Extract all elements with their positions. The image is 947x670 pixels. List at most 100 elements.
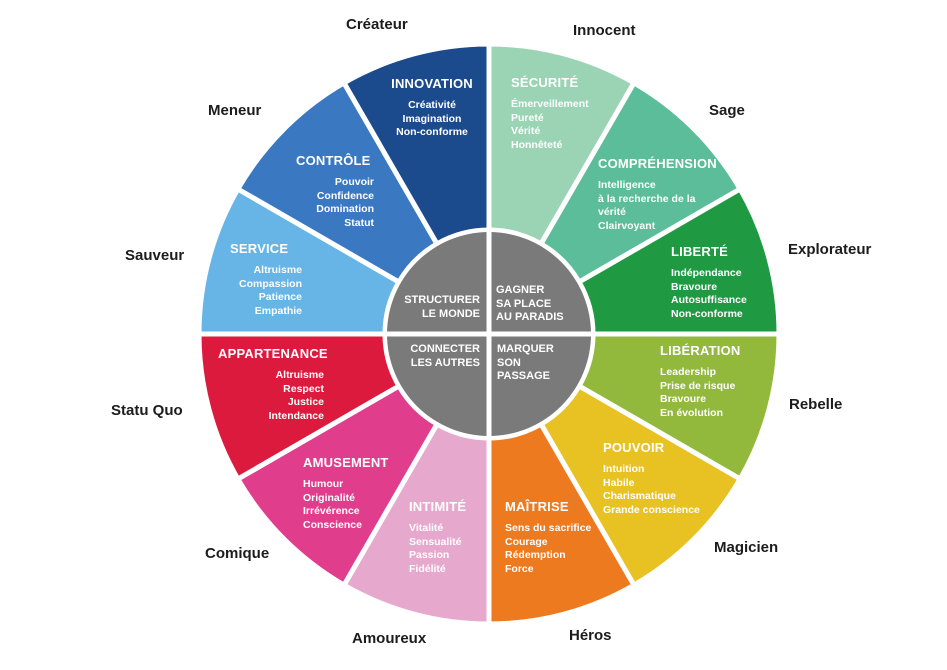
segment-title: CONTRÔLE [296,153,371,168]
segment-item: Patience [258,291,302,303]
archetype-label-rebelle: Rebelle [789,396,843,413]
segment-item: Force [505,562,534,575]
segment-item: Vitalité [409,522,444,534]
segment-title: COMPRÉHENSION [598,156,717,171]
center-quadrant-top-right: GAGNER SA PLACE AU PARADIS [496,284,564,325]
segment-title: SÉCURITÉ [511,75,579,90]
segment-item: Non-conforme [396,126,468,138]
segment-item: Leadership [660,366,717,378]
segment-item: Humour [303,478,344,490]
segment-item: Charismatique [603,490,676,502]
segment-item: Altruisme [275,369,324,381]
segments-layer [196,41,782,627]
segment-securite: SÉCURITÉ Émerveillement Pureté Vérité Ho… [511,75,589,152]
segment-maitrise: MAÎTRISE Sens du sacrifice Courage Rédem… [505,499,591,576]
segment-item: Domination [316,203,374,215]
segment-item: Respect [283,382,324,395]
segment-amusement: AMUSEMENT Humour Originalité Irrévérence… [303,455,389,532]
segment-item: Sens du sacrifice [505,522,592,534]
segment-title: MAÎTRISE [505,499,569,514]
archetype-label-magicien: Magicien [714,539,779,556]
center-quadrant-line: SA PLACE [496,297,552,310]
segment-item: Sensualité [409,535,462,548]
segment-item: Empathie [254,304,302,317]
center-quadrant-line: LES AUTRES [410,356,480,369]
center-quadrant-line: CONNECTER [410,343,480,355]
center-quadrant-line: STRUCTURER [404,294,480,306]
segment-service: SERVICE Altruisme Compassion Patience Em… [230,241,302,318]
center-quadrant-line: MARQUER [497,343,554,355]
center-quadrant-line: GAGNER [496,284,545,296]
segment-title: LIBERTÉ [671,244,729,259]
segment-title: SERVICE [230,241,289,256]
segment-item: Bravoure [671,280,718,293]
segment-item: Fidélité [409,562,446,575]
segment-item: vérité [598,206,627,218]
segment-item: Irrévérence [303,505,360,517]
segment-item: Courage [505,535,548,548]
center-circle [385,230,593,438]
segment-controle: CONTRÔLE Pouvoir Confidence Domination S… [296,153,374,230]
segment-title: INNOVATION [391,76,473,91]
segment-liberte: LIBERTÉ Indépendance Bravoure Autosuffis… [671,244,747,321]
archetype-label-amoureux: Amoureux [352,630,427,647]
segment-item: Clairvoyant [598,219,656,232]
center-quadrant-line: SON [497,356,521,369]
segment-title: POUVOIR [603,440,665,455]
segment-title: APPARTENANCE [218,346,328,361]
segment-item: Altruisme [253,264,302,276]
segment-item: Autosuffisance [671,294,747,306]
archetype-label-comique: Comique [205,545,270,562]
segment-item: Indépendance [671,267,742,279]
archetype-label-sage: Sage [709,102,745,119]
archetype-label-createur: Créateur [346,16,408,33]
segment-item: Conscience [303,518,362,531]
archetype-label-sauveur: Sauveur [125,247,185,264]
segment-item: Honnêteté [511,138,563,151]
segment-item: Intelligence [598,179,656,191]
segment-item: Bravoure [660,393,707,405]
segment-title: LIBÉRATION [660,343,741,358]
segment-item: Créativité [408,99,456,111]
segment-appartenance: APPARTENANCE Altruisme Respect Justice I… [218,346,328,423]
center-quadrant-bottom-left: CONNECTER LES AUTRES [396,343,480,370]
archetype-label-meneur: Meneur [208,102,262,119]
segment-title: AMUSEMENT [303,455,389,470]
segment-item: Compassion [238,277,302,290]
center-quadrant-top-left: STRUCTURER LE MONDE [396,294,480,321]
segment-item: Pureté [511,111,544,124]
segment-item: Prise de risque [660,379,736,392]
archetype-label-heros: Héros [569,627,612,644]
archetype-label-innocent: Innocent [573,22,636,39]
segment-item: Pouvoir [334,176,374,188]
segment-item: Originalité [303,491,355,504]
archetype-label-statu-quo: Statu Quo [111,402,183,419]
segment-item: à la recherche de la [598,192,696,205]
center-quadrant-line: PASSAGE [497,370,550,382]
segment-intimite: INTIMITÉ Vitalité Sensualité Passion Fid… [409,499,466,576]
segment-item: En évolution [660,406,723,419]
segment-wedge-innovation [341,41,492,247]
archetype-label-explorateur: Explorateur [788,241,872,258]
segment-item: Statut [344,216,374,229]
segment-innovation: INNOVATION Créativité Imagination Non-co… [386,76,478,140]
center-quadrant-bottom-right: MARQUER SON PASSAGE [497,343,554,384]
segment-item: Imagination [402,112,462,125]
segment-item: Émerveillement [511,98,589,110]
segment-item: Non-conforme [671,307,743,320]
segment-item: Intendance [268,409,324,422]
segment-item: Rédemption [505,549,566,561]
segment-item: Grande conscience [603,503,700,516]
segment-item: Confidence [316,189,374,202]
segment-comprehension: COMPRÉHENSION Intelligence à la recherch… [598,156,717,233]
segment-pouvoir: POUVOIR Intuition Habile Charismatique G… [603,440,700,517]
segment-item: Habile [603,476,635,489]
center-quadrant-line: LE MONDE [421,307,480,320]
segment-item: Justice [287,396,324,408]
segment-item: Intuition [603,463,645,475]
center-quadrant-line: AU PARADIS [496,311,564,323]
segment-title: INTIMITÉ [409,499,467,514]
segment-item: Passion [409,549,450,561]
segment-item: Vérité [511,125,541,137]
